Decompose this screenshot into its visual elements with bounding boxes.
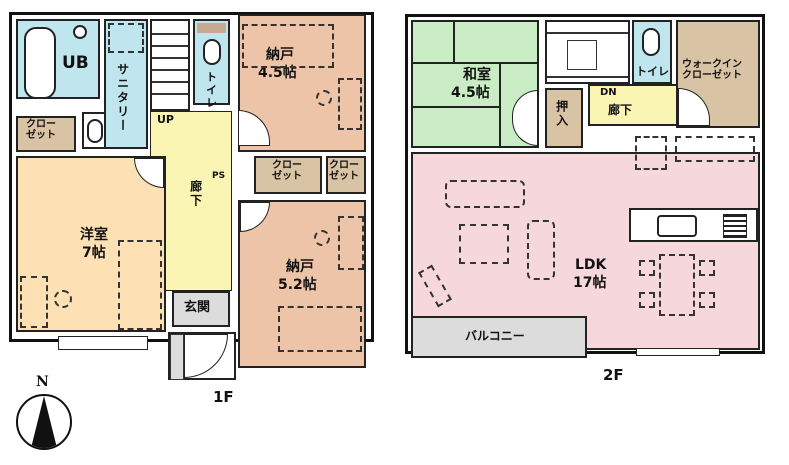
storage-outline [675,136,755,162]
kitchen-counter [629,208,758,242]
washbasin [82,112,106,149]
floor-label-2f: 2F [603,366,624,384]
room-name-western: 洋室 [80,227,108,243]
room-name-hallway-2f: 廊下 [608,103,633,117]
bed-outline [118,240,162,330]
sofa-outline [527,220,555,280]
window-western [58,336,148,350]
bed-outline [242,24,334,68]
compass-arrow-icon [31,396,57,448]
bed-outline [278,306,362,352]
room-name-closet-left: クロー ゼット [26,119,56,141]
room-name-toilet-1f: トイレ [204,71,218,110]
room-name-walk-in-closet: ウォークイン クローゼット [682,59,742,81]
floor-label-1f: 1F [213,388,234,406]
room-name-hallway-1f: 廊下 [188,180,203,208]
room-toilet-1f: トイレ [193,19,230,110]
room-size-storage1: 4.5帖 [258,65,297,81]
toilet-bowl-icon [203,39,221,65]
dining-table-outline [659,254,695,316]
chair-outline [639,260,655,276]
room-hallway-2f: DN 廊下 [588,84,678,126]
staircase-1f [150,19,190,111]
room-balcony: バルコニー [411,316,587,358]
room-name-storage1: 納戸 [266,47,294,63]
compass-north-label: N [36,374,49,390]
desk-outline [338,78,362,130]
room-entrance: 玄関 [172,291,230,327]
sofa-outline [445,180,525,208]
door-western-room[interactable] [134,158,164,188]
room-name-unit-bath: UB [62,53,89,73]
desk-outline [20,276,48,328]
entrance-porch [168,332,236,380]
room-name-storage2: 納戸 [286,259,314,275]
sink-icon [87,119,103,143]
room-oshiire: 押入 [545,88,583,148]
ps-label: PS [212,171,226,181]
staircase-2f [545,20,630,84]
room-japanese-4.5jo: 和室 4.5帖 [411,20,539,148]
room-name-entrance: 玄関 [184,300,211,315]
room-name-closet-right: クロー ゼット [329,160,359,182]
bathtub-icon [24,27,56,99]
front-door[interactable] [184,334,228,378]
room-name-ldk: LDK [575,257,607,273]
room-size-japanese: 4.5帖 [451,85,490,101]
window-ldk [636,348,720,356]
compass-circle [16,394,72,450]
room-name-sanitary: サニタリー [115,63,130,133]
room-name-balcony: バルコニー [465,329,525,343]
room-sanitary: サニタリー [104,19,148,149]
storage-outline [635,136,667,170]
room-storage-5.2jo: 納戸 5.2帖 [238,200,366,368]
room-closet-mid: クロー ゼット [254,156,322,194]
coffee-table-outline [459,224,509,264]
tv-stand-outline [418,264,452,308]
toilet-bowl-icon [642,28,660,56]
chair-outline [54,290,72,308]
stove-icon [723,214,747,238]
up-label: UP [157,113,174,126]
desk-outline [338,216,364,270]
room-name-toilet-2f: トイレ [636,65,669,78]
room-name-japanese: 和室 [463,67,491,83]
room-closet-left: クロー ゼット [16,116,76,152]
room-size-ldk: 17帖 [573,275,607,291]
toilet-tank-icon [197,23,226,33]
room-size-western: 7帖 [82,245,106,261]
chair-outline [316,90,332,106]
room-size-storage2: 5.2帖 [278,277,317,293]
room-toilet-2f: トイレ [632,20,672,84]
chair-outline [314,230,330,246]
chair-outline [699,260,715,276]
chair-outline [639,292,655,308]
chair-outline [699,292,715,308]
dn-label: DN [600,87,617,98]
room-western-7jo: 洋室 7帖 [16,156,166,332]
room-name-closet-mid: クロー ゼット [272,160,302,182]
washer-space-icon [108,23,144,53]
room-name-oshiire: 押入 [554,100,569,128]
sink-icon [657,215,697,237]
room-closet-right: クロー ゼット [326,156,366,194]
shower-icon [73,25,87,39]
room-unit-bath: UB [16,19,100,99]
